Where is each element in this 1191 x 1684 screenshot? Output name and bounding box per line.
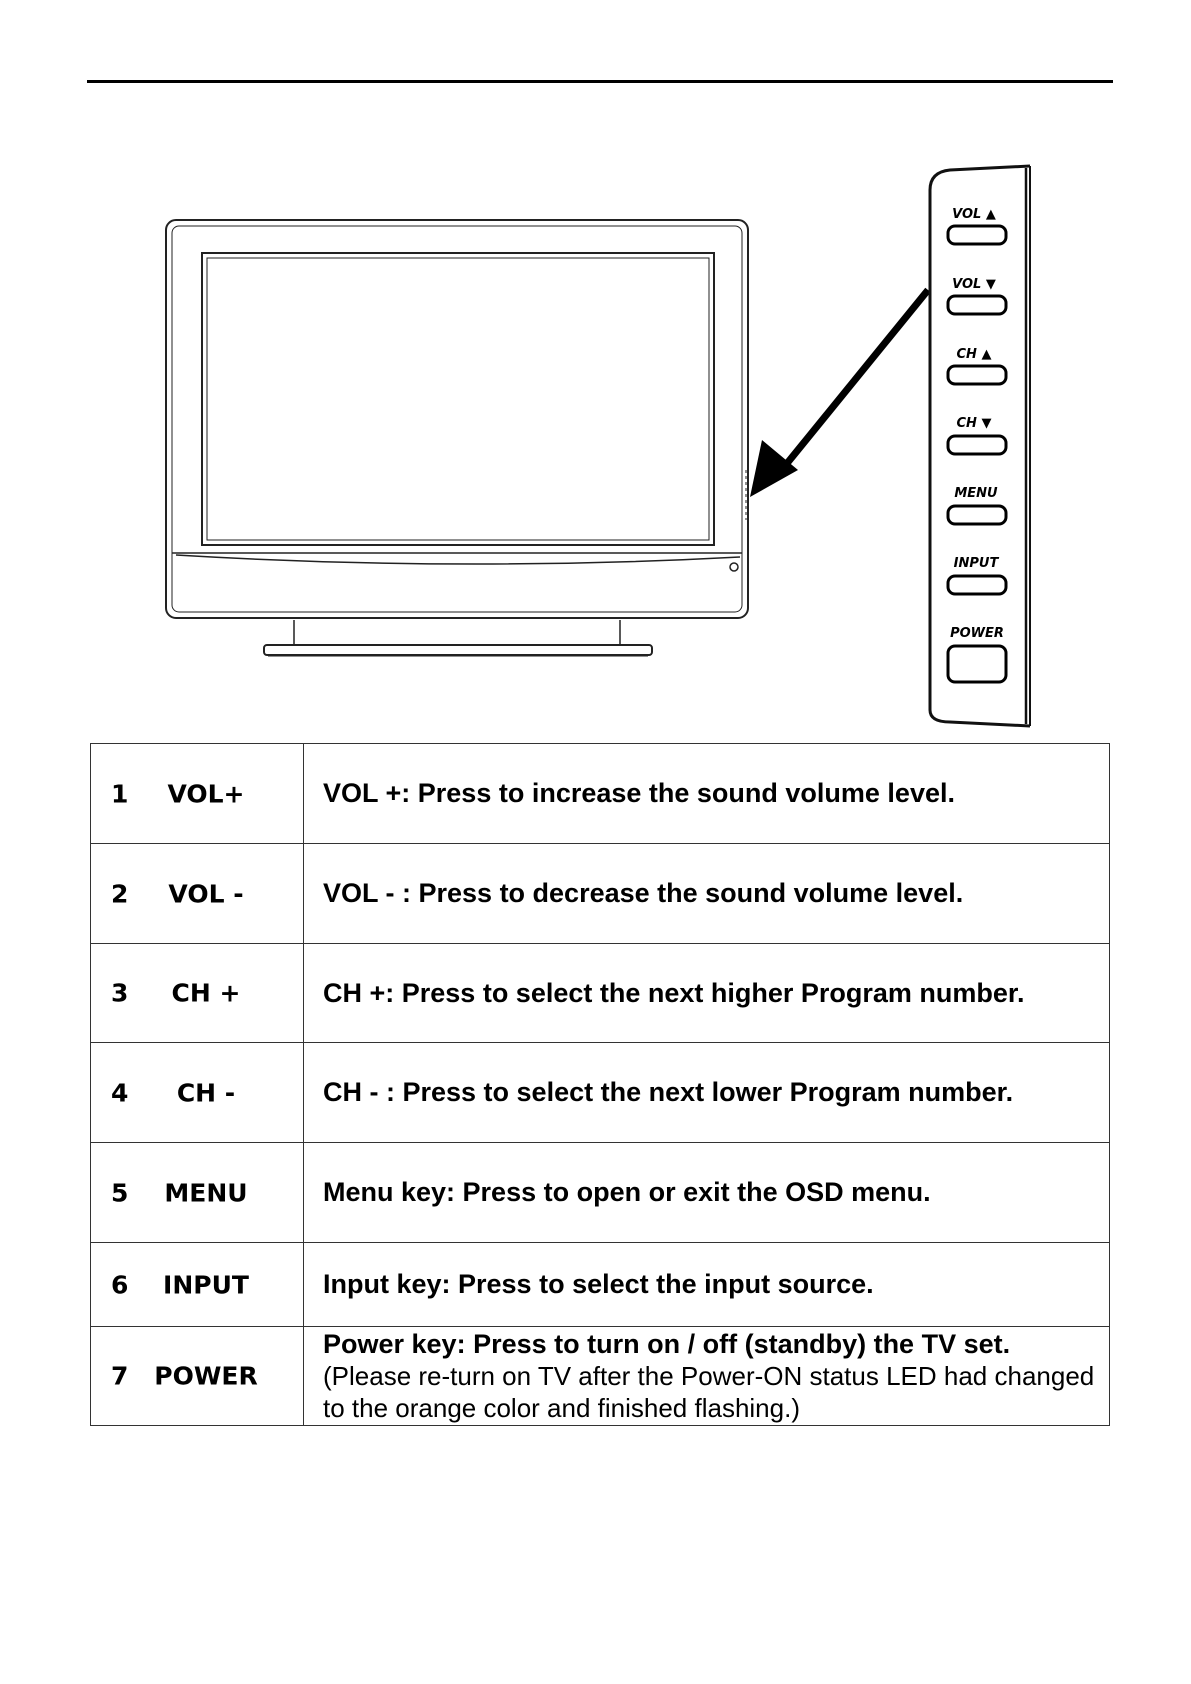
input-button[interactable] [946,574,1008,596]
tv-bezel [165,219,749,619]
menu-button[interactable] [946,504,1008,526]
key-description: CH - : Press to select the next lower Pr… [303,1042,1110,1143]
tv-screen [201,252,715,546]
panel-label-ch-up: CH ▲ [957,347,992,362]
key-name: MENU [164,1178,248,1207]
panel-label-menu: MENU [954,486,998,501]
key-name: POWER [154,1361,258,1391]
panel-label-input: INPUT [954,556,1000,571]
key-cell: 2 VOL - [90,843,304,944]
header-rule [87,80,1113,83]
table-row: 1 VOL+ VOL +: Press to increase the soun… [90,743,1110,844]
ch-up-button[interactable] [946,364,1008,386]
key-cell: 4 CH - [90,1042,304,1143]
panel-label-power: POWER [950,626,1004,641]
key-name: VOL+ [167,779,245,808]
key-description: VOL +: Press to increase the sound volum… [303,743,1110,844]
table-row: 7 POWER Power key: Press to turn on / of… [90,1326,1110,1426]
tv-drawing [165,219,749,657]
key-number: 2 [111,879,129,908]
key-description: Menu key: Press to open or exit the OSD … [303,1142,1110,1243]
key-number: 5 [111,1178,129,1207]
key-name: INPUT [163,1270,249,1299]
panel-label-vol-up: VOL ▲ [952,207,996,222]
power-button[interactable] [946,644,1008,684]
tv-illustration: VOL ▲ VOL ▼ CH ▲ CH ▼ MENU INPUT POWER [165,164,1031,728]
ch-down-button[interactable] [946,434,1008,456]
key-cell: 1 VOL+ [90,743,304,844]
tv-stand-base [263,644,653,656]
side-control-panel [928,164,1031,728]
key-name: VOL - [168,879,244,908]
key-description: CH +: Press to select the next higher Pr… [303,943,1110,1043]
pointer-arrow-icon [750,287,931,497]
key-number: 7 [111,1361,129,1391]
key-number: 6 [111,1270,129,1299]
key-function-table: 1 VOL+ VOL +: Press to increase the soun… [90,743,1110,1426]
vol-up-button[interactable] [946,224,1008,246]
panel-label-ch-down: CH ▼ [957,416,992,431]
vol-down-button[interactable] [946,294,1008,316]
key-description: VOL - : Press to decrease the sound volu… [303,843,1110,944]
key-cell: 3 CH + [90,943,304,1043]
key-cell: 5 MENU [90,1142,304,1243]
key-name: CH - [176,1078,236,1107]
key-name: CH + [171,978,241,1008]
table-row: 2 VOL - VOL - : Press to decrease the so… [90,843,1110,944]
key-cell: 7 POWER [90,1326,304,1426]
power-led-icon [729,562,739,572]
panel-label-vol-down: VOL ▼ [952,277,996,292]
key-cell: 6 INPUT [90,1242,304,1327]
power-note: (Please re-turn on TV after the Power-ON… [323,1361,1095,1423]
key-number: 3 [111,978,129,1008]
power-description: Power key: Press to turn on / off (stand… [323,1329,1011,1359]
table-row: 6 INPUT Input key: Press to select the i… [90,1242,1110,1327]
key-description: Power key: Press to turn on / off (stand… [303,1326,1110,1426]
table-row: 5 MENU Menu key: Press to open or exit t… [90,1142,1110,1243]
key-number: 4 [111,1078,129,1107]
table-row: 4 CH - CH - : Press to select the next l… [90,1042,1110,1143]
table-row: 3 CH + CH +: Press to select the next hi… [90,943,1110,1043]
panel-buttons: VOL ▲ VOL ▼ CH ▲ CH ▼ MENU INPUT POWER [946,207,1008,684]
key-description: Input key: Press to select the input sou… [303,1242,1110,1327]
key-number: 1 [111,779,129,808]
